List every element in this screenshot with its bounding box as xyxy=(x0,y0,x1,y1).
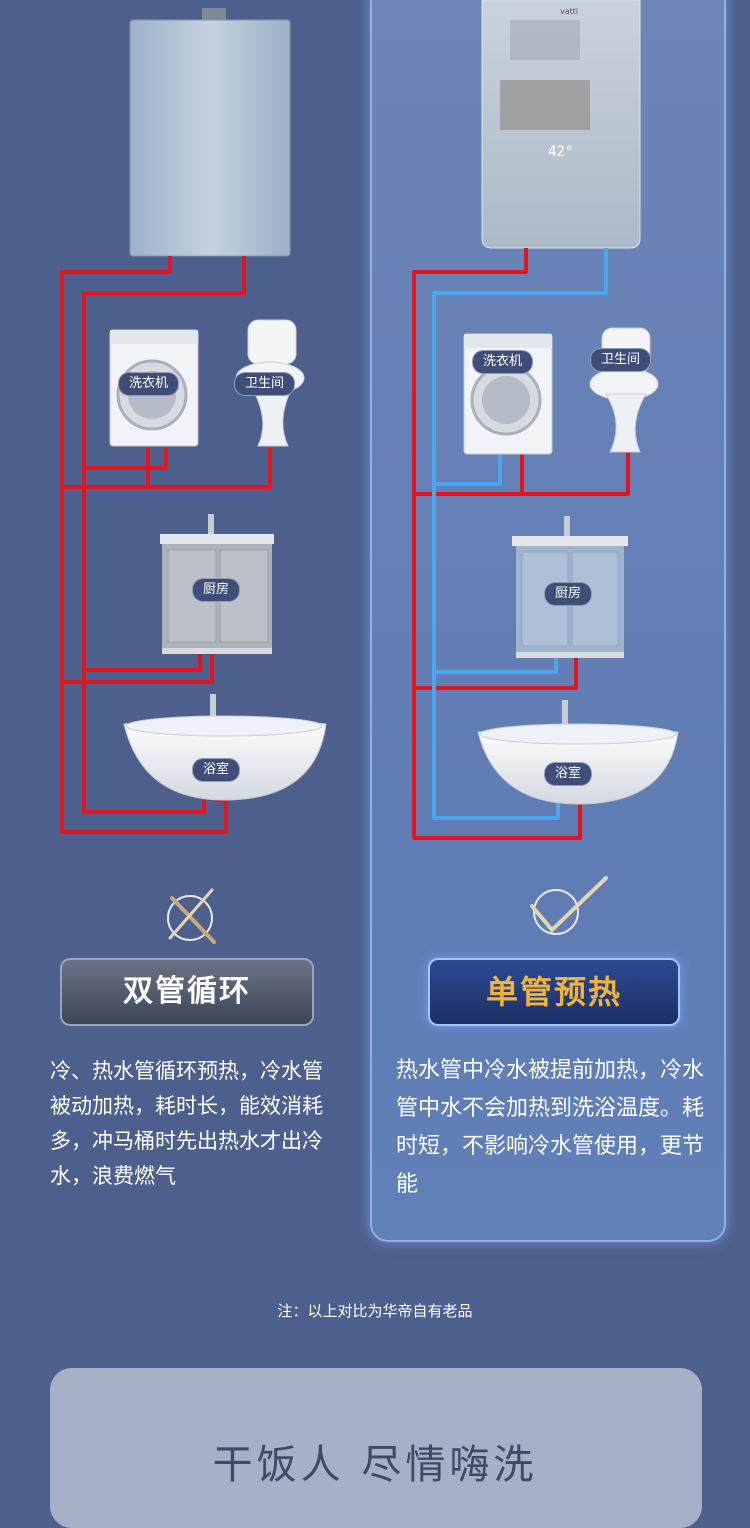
label-washer-left: 洗衣机 xyxy=(118,372,180,396)
left-diagram xyxy=(60,8,327,944)
toilet-right xyxy=(589,327,659,453)
label-kitchen-left: 厨房 xyxy=(192,578,241,602)
label-bath-left: 浴室 xyxy=(192,758,241,782)
bathtub-right xyxy=(477,700,679,805)
cross-icon xyxy=(167,888,216,944)
label-kitchen-right: 厨房 xyxy=(544,582,593,606)
label-washer-right: 洗衣机 xyxy=(472,350,534,374)
description-dual-pipe: 冷、热水管循环预热，冷水管被动加热，耗时长，能效消耗多，冲马桶时先出热水才出冷水… xyxy=(50,1059,323,1188)
heater-display: 42° xyxy=(548,144,573,160)
label-toilet-left: 卫生间 xyxy=(234,372,296,396)
description-single-pipe: 热水管中冷水被提前加热，冷水管中水不会加热到洗浴温度。耗时短，不影响冷水管使用，… xyxy=(396,1058,705,1197)
comparison-illustration: vatti 42° xyxy=(60,0,679,944)
slogan: 干饭人 尽情嗨洗 xyxy=(212,1442,538,1488)
bathtub-left xyxy=(123,694,327,801)
check-icon xyxy=(530,876,608,935)
label-toilet-right: 卫生间 xyxy=(590,348,652,372)
heater-brand: vatti xyxy=(560,7,578,16)
title-dual-pipe: 双管循环 xyxy=(60,958,314,1026)
footnote: 注：以上对比为华帝自有老品 xyxy=(277,1302,473,1320)
water-heater-left xyxy=(129,8,291,257)
water-heater-right: vatti 42° xyxy=(481,0,641,249)
title-single-pipe: 单管预热 xyxy=(428,958,680,1026)
cold-pipes-right xyxy=(432,248,608,820)
label-bath-right: 浴室 xyxy=(544,762,593,786)
right-diagram: vatti 42° xyxy=(412,0,679,935)
